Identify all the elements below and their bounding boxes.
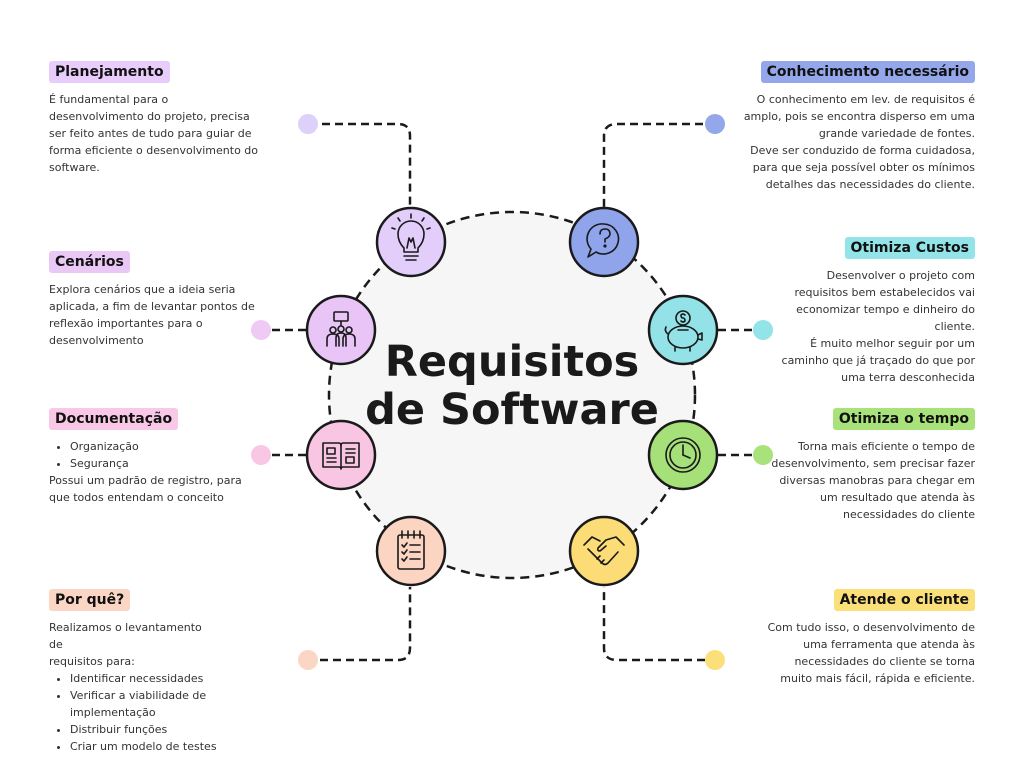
desc-conhecimento: O conhecimento em lev. de requisitos é a… bbox=[743, 93, 975, 191]
dot-cliente bbox=[705, 650, 725, 670]
dot-documentacao bbox=[251, 445, 271, 465]
checklist-notepad-icon bbox=[397, 530, 425, 570]
section-porque: Por quê? Realizamos o levantamento de re… bbox=[49, 589, 219, 755]
label-cliente: Atende o cliente bbox=[833, 589, 975, 611]
desc-tempo: Torna mais eficiente o tempo de desenvol… bbox=[771, 440, 975, 521]
list-item: Criar um modelo de testes bbox=[70, 738, 219, 755]
main-title: Requisitos de Software bbox=[362, 338, 662, 434]
desc-custos: Desenvolver o projeto com requisitos bem… bbox=[781, 269, 975, 384]
list-item: Organização bbox=[70, 438, 274, 455]
list-item: Identificar necessidades bbox=[70, 670, 219, 687]
question-bubble-icon bbox=[586, 223, 620, 258]
section-tempo: Otimiza o tempo Torna mais eficiente o t… bbox=[760, 408, 975, 523]
connector-cliente bbox=[602, 587, 705, 662]
connector-planejamento bbox=[322, 122, 412, 208]
dot-tempo bbox=[753, 445, 773, 465]
desc-planejamento: É fundamental para o desenvolvimento do … bbox=[49, 93, 259, 174]
connector-conhecimento bbox=[602, 122, 703, 208]
section-cliente: Atende o cliente Com tudo isso, o desenv… bbox=[745, 589, 975, 687]
desc-cliente: Com tudo isso, o desenvolvimento de uma … bbox=[767, 621, 975, 685]
section-conhecimento: Conhecimento necessário O conhecimento e… bbox=[730, 61, 975, 193]
section-planejamento: Planejamento É fundamental para o desenv… bbox=[49, 61, 274, 176]
open-book-icon bbox=[322, 442, 360, 470]
section-documentacao: Documentação Organização Segurança Possu… bbox=[49, 408, 274, 506]
dot-conhecimento bbox=[705, 114, 725, 134]
dot-porque bbox=[298, 650, 318, 670]
connector-porque bbox=[320, 587, 412, 662]
label-cenarios: Cenários bbox=[49, 251, 130, 273]
list-item: Verificar a viabilidade de implementação bbox=[70, 687, 219, 721]
node-cenarios bbox=[305, 294, 377, 366]
handshake-icon bbox=[583, 536, 625, 566]
label-planejamento: Planejamento bbox=[49, 61, 170, 83]
list-item: Segurança bbox=[70, 455, 274, 472]
node-porque bbox=[375, 515, 447, 587]
dot-cenarios bbox=[251, 320, 271, 340]
lightbulb-icon bbox=[391, 213, 431, 261]
bullet-list-porque: Identificar necessidades Verificar a via… bbox=[49, 670, 219, 755]
node-conhecimento bbox=[568, 206, 640, 278]
list-item: Distribuir funções bbox=[70, 721, 219, 738]
bullet-list-documentacao: Organização Segurança bbox=[49, 438, 274, 472]
label-tempo: Otimiza o tempo bbox=[832, 408, 975, 430]
desc-porque: Realizamos o levantamento de requisitos … bbox=[49, 619, 219, 755]
section-cenarios: Cenários Explora cenários que a ideia se… bbox=[49, 251, 274, 349]
main-title-line2: de Software bbox=[365, 385, 659, 435]
label-custos: Otimiza Custos bbox=[844, 237, 975, 259]
clock-icon bbox=[665, 437, 701, 473]
center-circle bbox=[327, 210, 697, 580]
main-title-line1: Requisitos bbox=[384, 337, 640, 387]
label-conhecimento: Conhecimento necessário bbox=[760, 61, 975, 83]
piggy-bank-icon bbox=[664, 310, 703, 352]
desc-cenarios: Explora cenários que a ideia seria aplic… bbox=[49, 283, 255, 347]
node-cliente bbox=[568, 515, 640, 587]
label-documentacao: Documentação bbox=[49, 408, 179, 430]
dot-custos bbox=[753, 320, 773, 340]
section-custos: Otimiza Custos Desenvolver o projeto com… bbox=[760, 237, 975, 386]
dot-planejamento bbox=[298, 114, 318, 134]
people-presentation-icon bbox=[326, 311, 356, 347]
desc-documentacao: Organização Segurança Possui um padrão d… bbox=[49, 438, 274, 506]
label-porque: Por quê? bbox=[49, 589, 131, 611]
